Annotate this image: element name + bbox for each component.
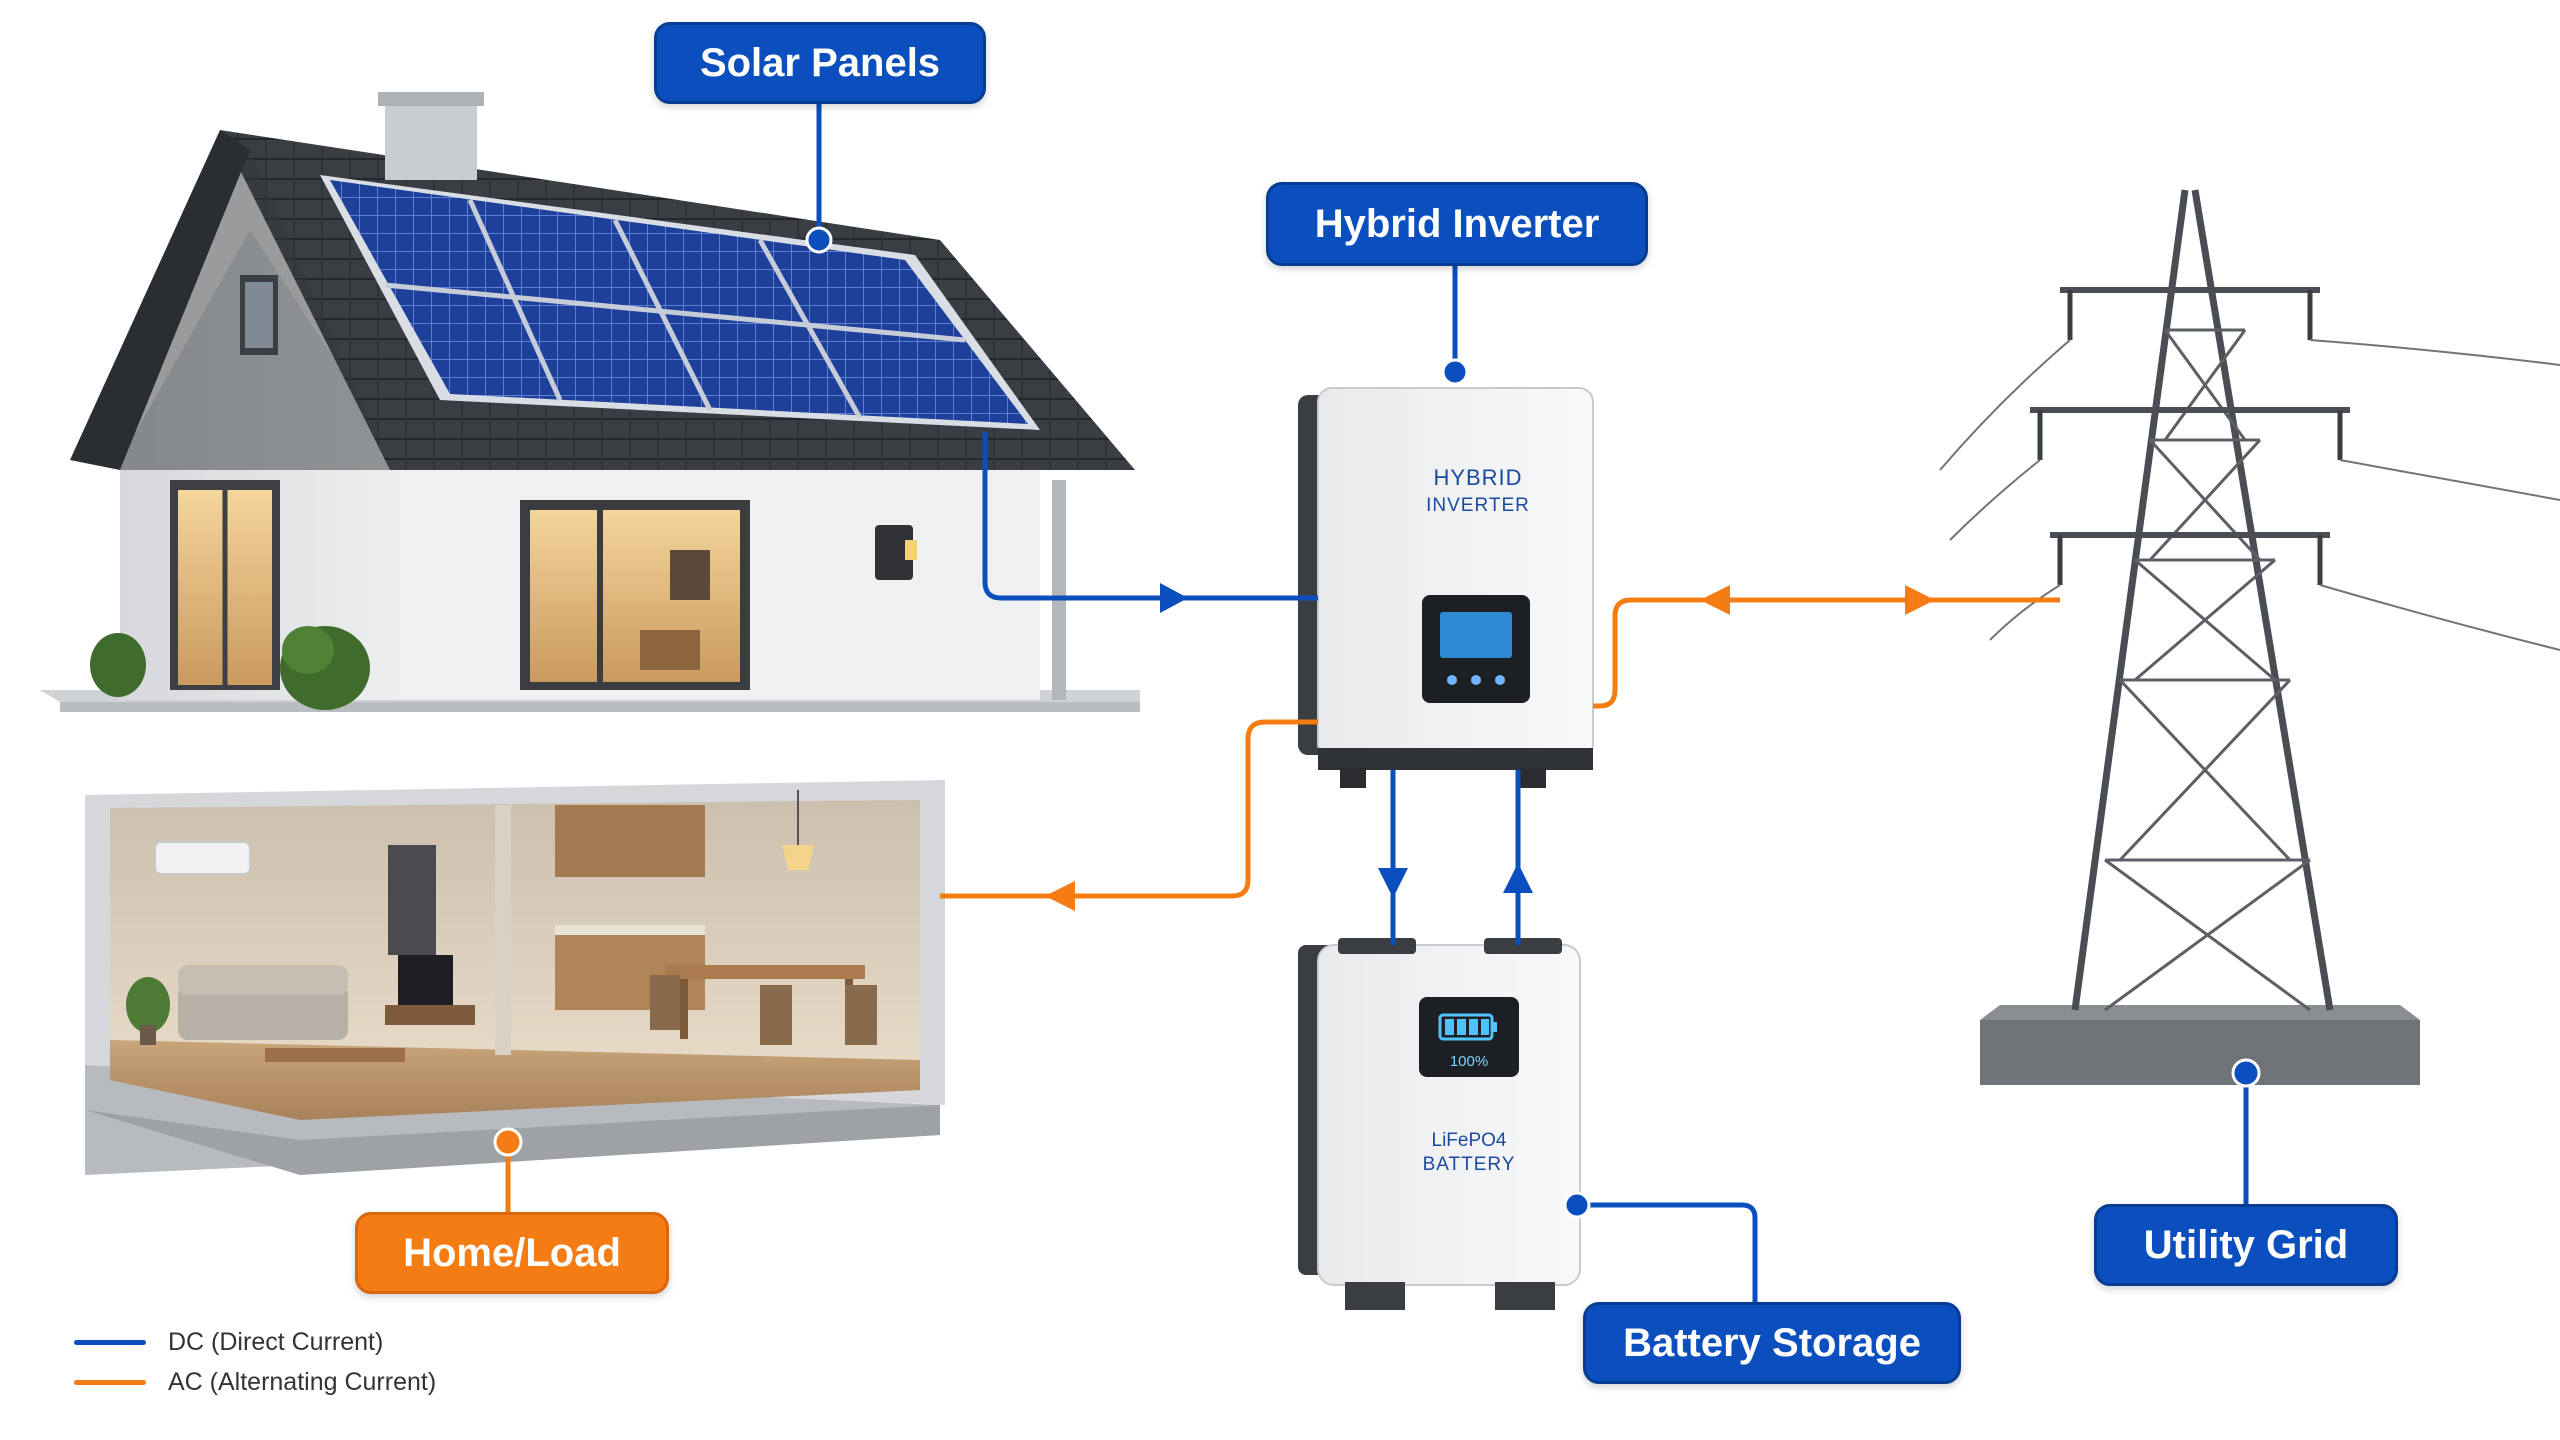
leader-dot-hybrid-inverter <box>1441 358 1469 386</box>
leader-dot-battery-storage <box>1563 1191 1591 1219</box>
utility-grid-tower <box>1939 189 2560 1085</box>
battery-label-line1: LiFePO4 <box>1432 1130 1507 1151</box>
legend-label-dc: DC (Direct Current) <box>168 1327 384 1356</box>
label-solar-panels: Solar Panels <box>654 22 986 104</box>
arrow-inverter-to-home <box>1045 881 1075 911</box>
arrow-solar-to-inverter <box>1160 583 1188 613</box>
solar-panel-array <box>320 175 1040 430</box>
legend-item-ac: AC (Alternating Current) <box>74 1362 436 1402</box>
lifepo4-battery-device: 100% LiFePO4 BATTERY <box>1298 938 1581 1310</box>
connector-inverter-to-home <box>940 719 1318 899</box>
inverter-label-line1: HYBRID <box>1433 465 1522 490</box>
legend-item-dc: DC (Direct Current) <box>74 1322 436 1362</box>
hybrid-inverter-device: HYBRID INVERTER <box>1298 387 1594 788</box>
leader-battery-storage <box>1577 1202 1758 1302</box>
home-interior-illustration <box>85 780 945 1175</box>
label-battery-storage: Battery Storage <box>1583 1302 1961 1384</box>
arrow-grid-to-inverter <box>1700 585 1730 615</box>
legend-label-ac: AC (Alternating Current) <box>168 1367 437 1396</box>
connector-solar-to-inverter <box>982 432 1318 601</box>
legend-swatch-ac <box>74 1379 146 1385</box>
leader-dot-home-load <box>493 1127 523 1157</box>
arrow-inverter-to-grid <box>1905 585 1935 615</box>
house-illustration <box>40 92 1140 712</box>
arrow-battery-to-inverter <box>1503 863 1533 893</box>
legend: DC (Direct Current) AC (Alternating Curr… <box>74 1322 436 1402</box>
arrow-inverter-to-battery <box>1378 868 1408 898</box>
inverter-label-line2: INVERTER <box>1426 495 1530 516</box>
battery-display <box>1419 997 1519 1077</box>
leader-dot-utility-grid <box>2231 1058 2261 1088</box>
battery-label-line2: BATTERY <box>1423 1154 1516 1175</box>
legend-swatch-dc <box>74 1339 146 1345</box>
battery-percent-readout: 100% <box>1450 1053 1488 1070</box>
label-utility-grid: Utility Grid <box>2094 1204 2398 1286</box>
connector-inverter-to-grid <box>1593 597 2060 709</box>
label-home-load: Home/Load <box>355 1212 669 1294</box>
label-hybrid-inverter: Hybrid Inverter <box>1266 182 1648 266</box>
leader-dot-solar-panels <box>805 226 833 254</box>
